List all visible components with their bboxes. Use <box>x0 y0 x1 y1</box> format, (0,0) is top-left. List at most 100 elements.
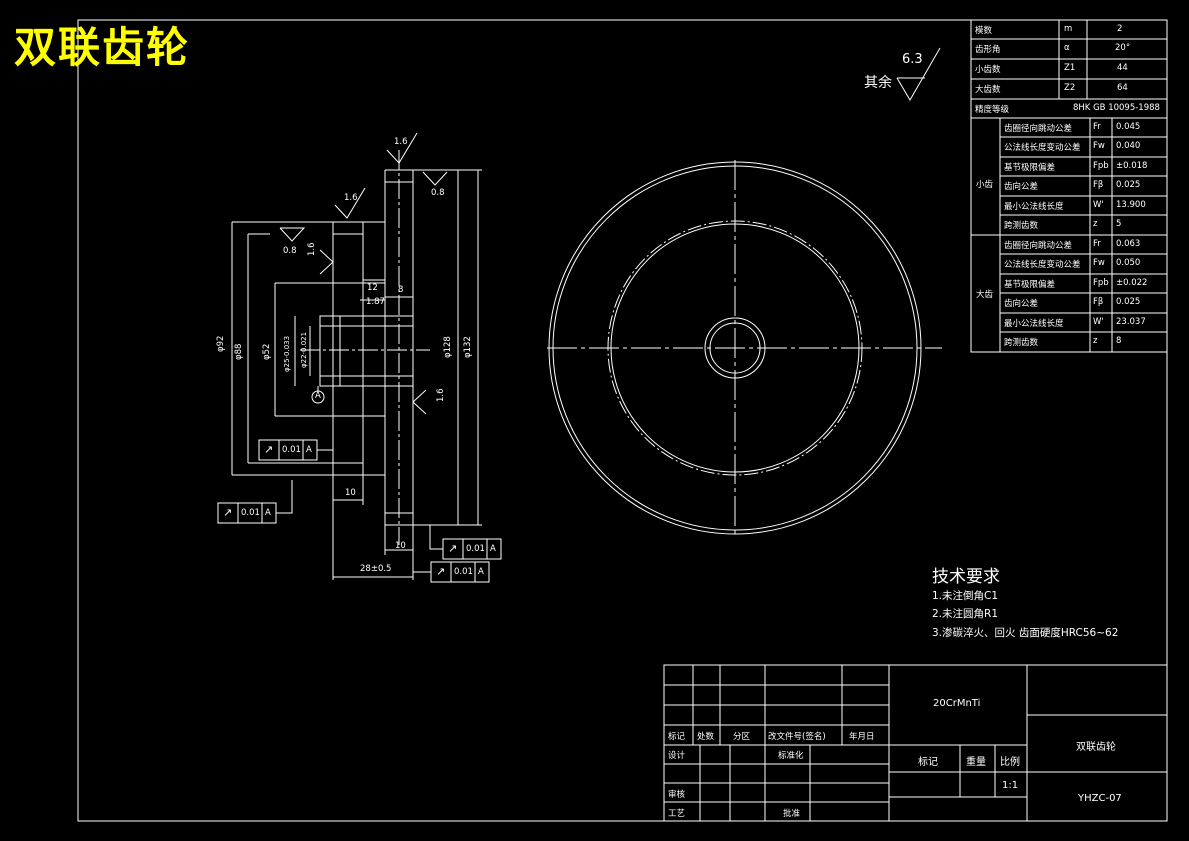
param-name: 精度等级 <box>975 105 1010 115</box>
tolerance-datum: A <box>490 544 496 554</box>
sg-row-name: 齿向公差 <box>1004 182 1039 192</box>
weight-label: 重量 <box>966 757 986 768</box>
part-name: 双联齿轮 <box>1076 742 1116 753</box>
large-gear-label: 大齿 <box>976 290 994 300</box>
sg-row-name: 基节极限偏差 <box>1004 163 1056 173</box>
roughness-value: 1.6 <box>394 137 408 147</box>
param-name: 齿形角 <box>975 45 1001 55</box>
dim-w12: 12 <box>367 283 378 293</box>
lg-row-symbol: Fr <box>1093 239 1101 249</box>
runout-icon: ↗ <box>264 443 274 456</box>
parameter-table <box>970 19 1168 353</box>
tech-req-item: 1.未注倒角C1 <box>932 590 999 602</box>
tb-header: 分区 <box>733 732 751 742</box>
tolerance-value: 0.01 <box>466 544 485 554</box>
param-value: 44 <box>1117 63 1128 73</box>
lg-row-value: 0.025 <box>1116 297 1141 307</box>
param-value: 2 <box>1117 24 1123 34</box>
lg-row-value: 8 <box>1116 336 1122 346</box>
tolerance-datum: A <box>306 445 312 455</box>
runout-icon: ↗ <box>448 542 458 555</box>
lg-row-symbol: Fpb <box>1093 278 1109 288</box>
sg-row-value: ±0.018 <box>1116 161 1148 171</box>
lg-row-value: ±0.022 <box>1116 278 1148 288</box>
sg-row-symbol: W' <box>1093 200 1104 210</box>
sg-row-symbol: Fpb <box>1093 161 1109 171</box>
scale-label: 比例 <box>1000 757 1020 768</box>
param-value: 20° <box>1115 43 1131 53</box>
sg-row-value: 0.040 <box>1116 141 1141 151</box>
sg-row-symbol: z <box>1093 219 1098 229</box>
datum-a: A <box>315 391 321 401</box>
dim-d92: φ92 <box>216 335 226 352</box>
roughness-value: 0.8 <box>431 188 445 198</box>
lg-row-symbol: W' <box>1093 317 1104 327</box>
tb-approve: 批准 <box>783 809 801 819</box>
lg-row-name: 跨测齿数 <box>1004 338 1039 348</box>
mark-label: 标记 <box>918 757 938 768</box>
lg-row-symbol: Fw <box>1093 258 1105 268</box>
tb-header: 处数 <box>697 732 715 742</box>
drawing-no: YHZC-07 <box>1078 793 1122 804</box>
param-value: 64 <box>1117 83 1128 93</box>
roughness-value: 0.8 <box>283 246 297 256</box>
lg-row-name: 基节极限偏差 <box>1004 280 1056 290</box>
param-symbol: α <box>1064 43 1070 53</box>
sg-row-value: 0.025 <box>1116 180 1141 190</box>
lg-row-name: 最小公法线长度 <box>1004 319 1064 329</box>
tolerance-datum: A <box>478 567 484 577</box>
tb-review: 审核 <box>668 790 686 800</box>
param-symbol: Z1 <box>1064 63 1076 73</box>
tb-header: 改文件号(签名) <box>768 732 826 742</box>
sg-row-value: 5 <box>1116 219 1122 229</box>
param-value: 8HK GB 10095-1988 <box>1073 103 1160 113</box>
sg-row-value: 0.045 <box>1116 122 1141 132</box>
param-name: 模数 <box>975 26 993 36</box>
dim-d25: φ25-0.033 <box>283 335 291 372</box>
lg-row-value: 0.063 <box>1116 239 1141 249</box>
dim-w28: 28±0.5 <box>360 564 392 574</box>
tb-standard: 标准化 <box>778 751 804 761</box>
dim-d52: φ52 <box>262 343 272 360</box>
sg-row-symbol: Fβ <box>1093 180 1104 190</box>
dim-w8: 8 <box>398 285 404 295</box>
lg-row-symbol: Fβ <box>1093 297 1104 307</box>
tolerance-datum: A <box>265 508 271 518</box>
lg-row-name: 齿向公差 <box>1004 299 1039 309</box>
dim-d128: φ128 <box>443 336 453 358</box>
roughness-value: 1.6 <box>436 388 446 402</box>
tolerance-value: 0.01 <box>282 445 301 455</box>
drawing-frame <box>77 19 1168 822</box>
title-block-lines <box>663 664 1168 822</box>
sg-row-symbol: Fr <box>1093 122 1101 132</box>
material: 20CrMnTi <box>933 698 981 709</box>
sg-row-name: 齿圈径向跳动公差 <box>1004 124 1073 134</box>
tb-design: 设计 <box>668 751 686 761</box>
sg-row-value: 13.900 <box>1116 200 1146 210</box>
tb-header: 标记 <box>668 732 686 742</box>
lg-row-symbol: z <box>1093 336 1098 346</box>
tb-process: 工艺 <box>668 809 686 819</box>
sg-row-name: 最小公法线长度 <box>1004 202 1064 212</box>
roughness-symbol <box>896 47 941 101</box>
tb-header: 年月日 <box>849 732 875 742</box>
param-name: 大齿数 <box>975 85 1001 95</box>
lg-row-value: 23.037 <box>1116 317 1146 327</box>
drawing-title: 双联齿轮 <box>14 23 191 72</box>
param-symbol: m <box>1064 24 1073 34</box>
dim-d132: φ132 <box>463 336 473 358</box>
sg-row-name: 跨测齿数 <box>1004 221 1039 231</box>
tech-req-heading: 技术要求 <box>932 567 1000 587</box>
surface-note-label: 其余 <box>864 75 892 91</box>
dim-w10b: 10 <box>395 541 406 551</box>
roughness-value: 1.6 <box>344 193 358 203</box>
dim-d22: φ22-0.021 <box>300 331 308 368</box>
tech-req-item: 2.未注圆角R1 <box>932 608 998 620</box>
tolerance-value: 0.01 <box>454 567 473 577</box>
dim-w187: 1.87 <box>366 297 385 307</box>
dim-w10a: 10 <box>345 488 356 498</box>
dim-d88: φ88 <box>234 343 244 360</box>
lg-row-name: 齿圈径向跳动公差 <box>1004 241 1073 251</box>
runout-icon: ↗ <box>223 506 233 519</box>
